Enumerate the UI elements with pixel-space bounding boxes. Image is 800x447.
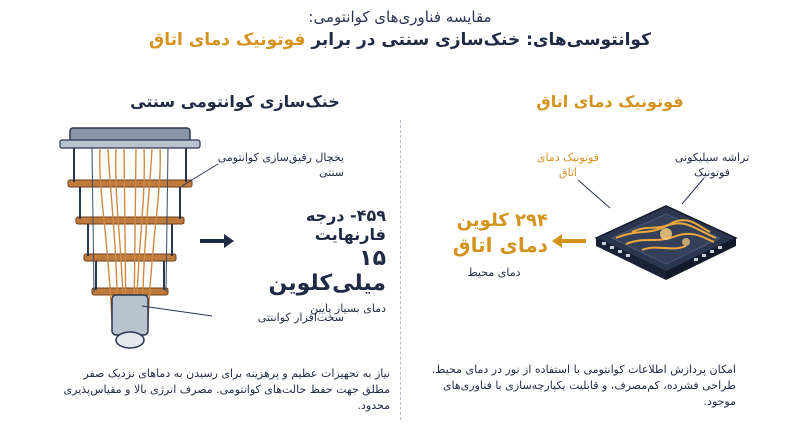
page-title-highlight: فوتونیک دمای اتاق bbox=[149, 30, 306, 50]
photonic-chip-illustration bbox=[594, 205, 738, 280]
fridge-label: یخچال رقیق‌سازی کوانتومی سنتی bbox=[217, 151, 344, 179]
right-column-heading: فوتونیک دمای اتاق bbox=[536, 92, 684, 111]
page-title-text: کوانتوسی‌های: خنک‌سازی سنتی در برابر bbox=[311, 30, 651, 50]
room-temp-label: فوتونیک دمای اتاق bbox=[536, 151, 600, 179]
page-title: کوانتوسی‌های: خنک‌سازی سنتی در برابر فوت… bbox=[0, 30, 800, 50]
room-label-pointer-line bbox=[577, 179, 611, 209]
room-temp-caption: دمای محیط bbox=[467, 266, 521, 279]
chip-label: تراشه سیلیکونی فوتونیک bbox=[674, 151, 750, 179]
cold-temp-caption: دمای بسیار پایین bbox=[310, 302, 386, 315]
left-arrow-icon bbox=[200, 234, 234, 248]
left-description: نیاز به تجهیزات عظیم و پرهزینه برای رسید… bbox=[63, 367, 390, 412]
chip-pointer-line bbox=[681, 177, 705, 205]
temp-room: دمای اتاق bbox=[452, 233, 548, 257]
right-description: امکان پردازش اطلاعات کوانتومی با استفاده… bbox=[431, 363, 736, 408]
hardware-pointer-line bbox=[141, 305, 213, 317]
column-divider bbox=[400, 120, 401, 420]
temp-fahrenheit: ۴۵۹- درجه فارنهایت bbox=[305, 206, 386, 244]
room-temperature-block: ۲۹۴ کلوین دمای اتاق bbox=[440, 210, 548, 257]
dilution-refrigerator-illustration bbox=[59, 127, 201, 349]
hardware-label: سخت‌افزار کوانتتی bbox=[257, 311, 344, 324]
left-column-heading: خنک‌سازی کوانتومی سنتی bbox=[130, 92, 340, 111]
temp-millikelvin: ۱۵ میلی‌کلوین bbox=[268, 246, 386, 296]
temp-kelvin: ۲۹۴ کلوین bbox=[456, 210, 548, 231]
cold-temperature-block: ۴۵۹- درجه فارنهایت ۱۵ میلی‌کلوین دمای بس… bbox=[236, 206, 386, 315]
page-subtitle: مقایسه فناوری‌های کوانتومی: bbox=[308, 8, 492, 26]
right-arrow-icon bbox=[552, 234, 586, 248]
fridge-pointer-line bbox=[181, 163, 219, 187]
